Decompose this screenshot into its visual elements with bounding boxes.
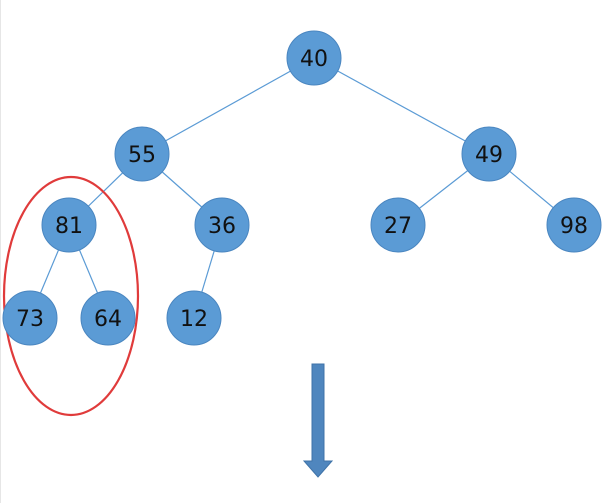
- tree-node-98: 98: [546, 197, 602, 253]
- highlight-ellipse: [2, 175, 140, 417]
- node-label: 49: [475, 143, 503, 168]
- node-circle: [80, 290, 136, 346]
- edges-layer: [29, 57, 575, 319]
- node-label: 81: [55, 214, 83, 239]
- tree-node-64: 64: [80, 290, 136, 346]
- node-label: 55: [128, 143, 156, 168]
- node-circle: [41, 197, 97, 253]
- edge-n40-n49: [313, 57, 490, 155]
- down-arrow-icon: [302, 363, 334, 478]
- tree-node-27: 27: [370, 197, 426, 253]
- node-label: 12: [180, 307, 208, 332]
- node-label: 98: [560, 214, 588, 239]
- node-circle: [2, 290, 58, 346]
- arrow-layer: [302, 363, 334, 478]
- edge-n40-n55: [141, 57, 315, 155]
- nodes-layer: 40 55 49 81 36 27 98 73 64 12: [2, 30, 602, 346]
- node-label: 36: [208, 214, 236, 239]
- tree-node-12: 12: [166, 290, 222, 346]
- node-circle: [114, 126, 170, 182]
- node-label: 27: [384, 214, 412, 239]
- tree-node-49: 49: [461, 126, 517, 182]
- node-circle: [286, 30, 342, 86]
- highlight-layer: [2, 175, 140, 417]
- tree-node-40: 40: [286, 30, 342, 86]
- tree-node-55: 55: [114, 126, 170, 182]
- node-circle: [546, 197, 602, 253]
- node-circle: [194, 197, 250, 253]
- node-label: 64: [94, 307, 122, 332]
- tree-node-36: 36: [194, 197, 250, 253]
- node-circle: [166, 290, 222, 346]
- node-circle: [370, 197, 426, 253]
- node-label: 40: [300, 47, 328, 72]
- tree-node-81: 81: [41, 197, 97, 253]
- tree-node-73: 73: [2, 290, 58, 346]
- node-circle: [461, 126, 517, 182]
- node-label: 73: [16, 307, 44, 332]
